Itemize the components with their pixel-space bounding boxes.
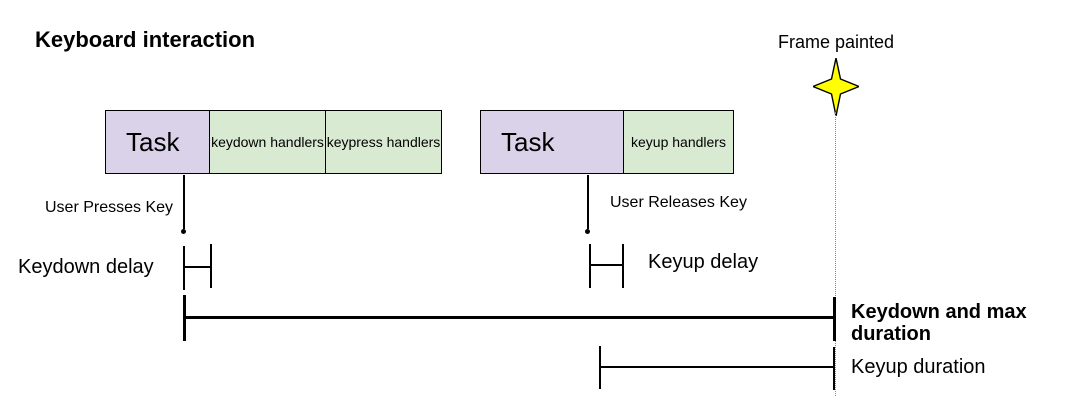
- keyup-task-group: Task keyup handlers: [480, 110, 734, 174]
- user-presses-key-label: User Presses Key: [45, 199, 174, 216]
- task-label: Task: [126, 126, 180, 157]
- user-releases-key-label: User Releases Key: [610, 194, 747, 211]
- keyup-duration-line: [600, 366, 834, 368]
- keyup-delay-connector: [589, 264, 623, 266]
- keydown-delay-connector: [183, 266, 211, 268]
- press-event-arrow-dot: [181, 229, 186, 234]
- keyup-duration-label: Keyup duration: [851, 356, 986, 378]
- keydown-max-duration-label: Keydown and max duration: [851, 301, 1027, 345]
- press-event-arrow-line: [183, 175, 185, 229]
- release-event-arrow-line: [587, 175, 589, 229]
- frame-painted-guideline: [835, 112, 836, 396]
- keypress-handlers-box: keypress handlers: [325, 110, 442, 174]
- keydown-duration-line: [184, 316, 836, 319]
- task-label: Task: [501, 126, 555, 157]
- release-event-arrow-dot: [585, 229, 590, 234]
- keydown-handlers-box: keydown handlers: [209, 110, 326, 174]
- keyup-duration-left-tick: [599, 346, 601, 389]
- keypress-handlers-label: keypress handlers: [326, 133, 441, 150]
- page-title: Keyboard interaction: [35, 27, 256, 52]
- task-box: Task: [105, 110, 210, 174]
- keydown-handlers-label: keydown handlers: [211, 133, 324, 150]
- keydown-task-group: Task keydown handlers keypress handlers: [105, 110, 442, 174]
- keyup-handlers-label: keyup handlers: [631, 133, 726, 150]
- keyup-delay-left-tick: [589, 244, 591, 288]
- keyup-handlers-box: keyup handlers: [623, 110, 734, 174]
- keydown-delay-left-tick: [183, 246, 185, 290]
- keyup-delay-right-tick: [622, 244, 624, 288]
- star-shape: [811, 57, 861, 117]
- frame-painted-star-icon: [811, 57, 861, 117]
- task-box: Task: [480, 110, 624, 174]
- frame-painted-label: Frame painted: [778, 32, 895, 52]
- keydown-duration-right-tick: [833, 297, 836, 341]
- keydown-delay-label: Keydown delay: [18, 256, 154, 278]
- keyup-delay-label: Keyup delay: [648, 251, 759, 273]
- keyup-duration-right-tick: [833, 347, 835, 390]
